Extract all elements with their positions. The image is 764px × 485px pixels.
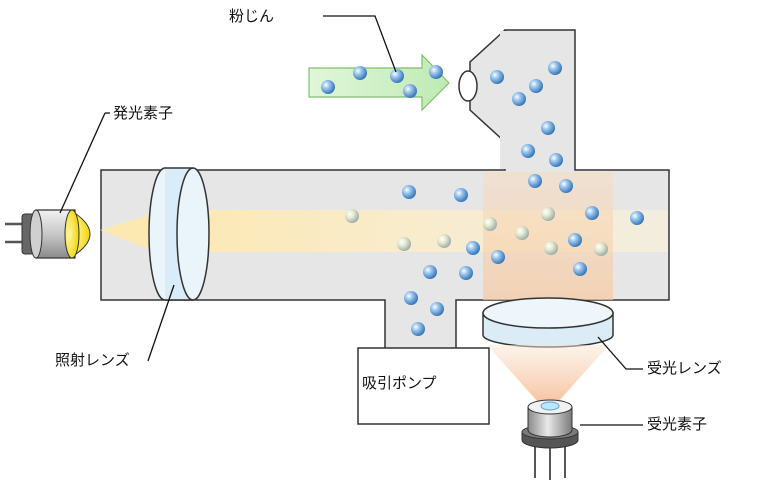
suction-pump [357, 347, 490, 425]
label-light-receiver: 受光素子 [647, 415, 708, 433]
irradiation-lens [148, 167, 210, 301]
inlet-opening [458, 70, 478, 102]
label-suction-pump: 吸引ポンプ [362, 374, 437, 392]
emitter-leader-line [59, 112, 106, 214]
label-light-emitter: 発光素子 [113, 104, 174, 122]
dust-particles [321, 61, 644, 336]
light-receiver-element [521, 399, 579, 480]
dust-leader-line [323, 15, 397, 73]
receiving-lens-leader-line [597, 336, 643, 370]
focus-cone [487, 345, 609, 402]
irradiation-lens-leader-line [147, 284, 175, 362]
scattered-light-column [483, 172, 613, 300]
label-dust: 粉じん [229, 7, 275, 25]
label-irradiation-lens: 照射レンズ [55, 351, 130, 369]
light-emitter-element [5, 209, 91, 259]
receiving-lens [482, 297, 614, 348]
label-receiving-lens: 受光レンズ [647, 359, 722, 377]
